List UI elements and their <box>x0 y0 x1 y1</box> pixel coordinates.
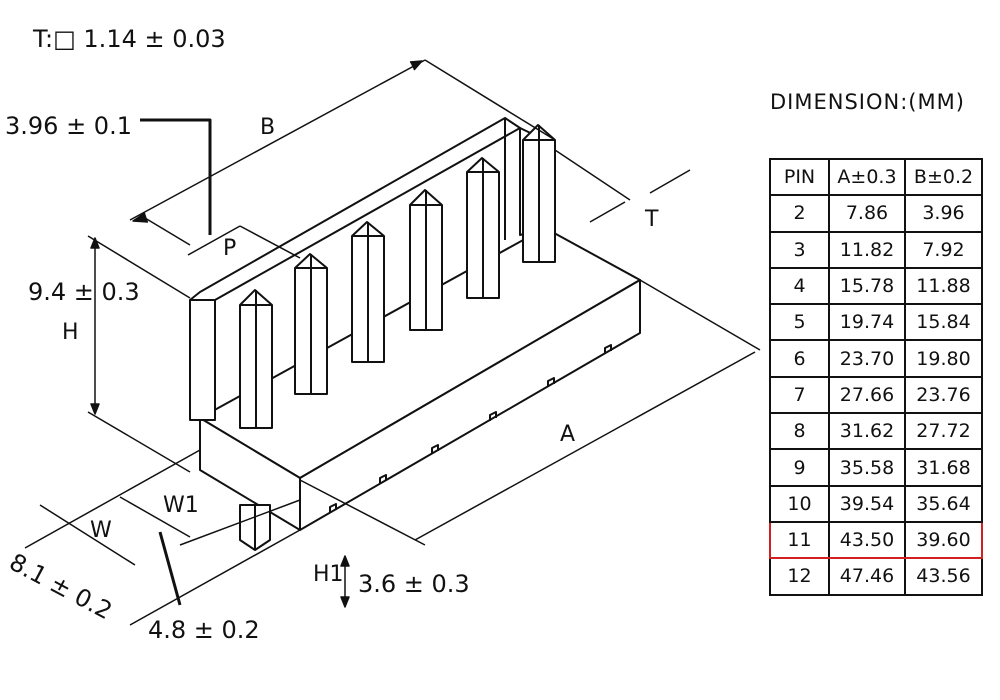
label-w1: W1 <box>163 493 199 518</box>
a-cell: 43.50 <box>828 520 906 560</box>
a-cell: 7.86 <box>828 194 906 233</box>
b-cell: 3.96 <box>904 194 983 233</box>
pitch-tolerance-label: 3.96 ± 0.1 <box>5 112 132 140</box>
pin-cell: 2 <box>769 194 830 233</box>
label-p: P <box>223 236 237 261</box>
pin <box>409 189 443 331</box>
housing-side-face <box>299 279 641 531</box>
a-cell: 15.78 <box>828 266 906 306</box>
pin-tail <box>239 504 271 551</box>
b-cell: 11.88 <box>904 266 983 306</box>
dimension-title: DIMENSION:(MM) <box>770 90 965 114</box>
rear-wall-top <box>189 117 521 301</box>
pin-cell: 3 <box>769 230 830 269</box>
b-cell: 39.60 <box>904 520 983 560</box>
label-h: H <box>62 320 79 345</box>
b-cell: 15.84 <box>904 303 983 342</box>
a-cell: 23.70 <box>828 339 906 378</box>
pin-cell: 10 <box>769 484 830 523</box>
a-cell: 31.62 <box>828 412 906 451</box>
pin <box>294 253 328 395</box>
header-a: A±0.3 <box>828 157 906 197</box>
h1-tolerance-label: 3.6 ± 0.3 <box>358 570 470 598</box>
a-cell: 27.66 <box>828 375 906 415</box>
pin <box>522 124 556 263</box>
pin-cell: 6 <box>769 339 830 378</box>
table-header-row: PIN A±0.3 B±0.2 <box>769 157 983 197</box>
b-cell: 35.64 <box>904 484 983 523</box>
label-t: T <box>645 207 659 232</box>
dimension-lines <box>24 59 761 626</box>
pin-cell: 11 <box>769 520 830 560</box>
b-cell: 23.76 <box>904 375 983 415</box>
a-cell: 39.54 <box>828 484 906 523</box>
a-cell: 47.46 <box>828 557 906 596</box>
b-cell: 43.56 <box>904 557 983 596</box>
label-w: W <box>90 518 112 543</box>
pin <box>466 157 500 299</box>
w1-tolerance-label: 4.8 ± 0.2 <box>148 616 260 644</box>
b-cell: 27.72 <box>904 412 983 451</box>
label-b: B <box>260 115 276 140</box>
a-cell: 35.58 <box>828 448 906 487</box>
height-tolerance-label: 9.4 ± 0.3 <box>28 278 140 306</box>
pin-cell: 4 <box>769 266 830 306</box>
pin-cell: 9 <box>769 448 830 487</box>
b-cell: 31.68 <box>904 448 983 487</box>
pin <box>351 221 385 363</box>
rear-wall-front <box>189 299 216 421</box>
b-cell: 7.92 <box>904 230 983 269</box>
b-cell: 19.80 <box>904 339 983 378</box>
header-b: B±0.2 <box>904 157 983 197</box>
a-cell: 11.82 <box>828 230 906 269</box>
pin-cell: 5 <box>769 303 830 342</box>
label-h1: H1 <box>313 562 344 587</box>
thickness-label: T:□ 1.14 ± 0.03 <box>33 25 226 53</box>
pin-cell: 7 <box>769 375 830 415</box>
pin-cell: 8 <box>769 412 830 451</box>
label-a: A <box>560 422 576 447</box>
pin-cell: 12 <box>769 557 830 596</box>
a-cell: 19.74 <box>828 303 906 342</box>
pin <box>239 289 273 429</box>
header-pin: PIN <box>769 157 830 197</box>
